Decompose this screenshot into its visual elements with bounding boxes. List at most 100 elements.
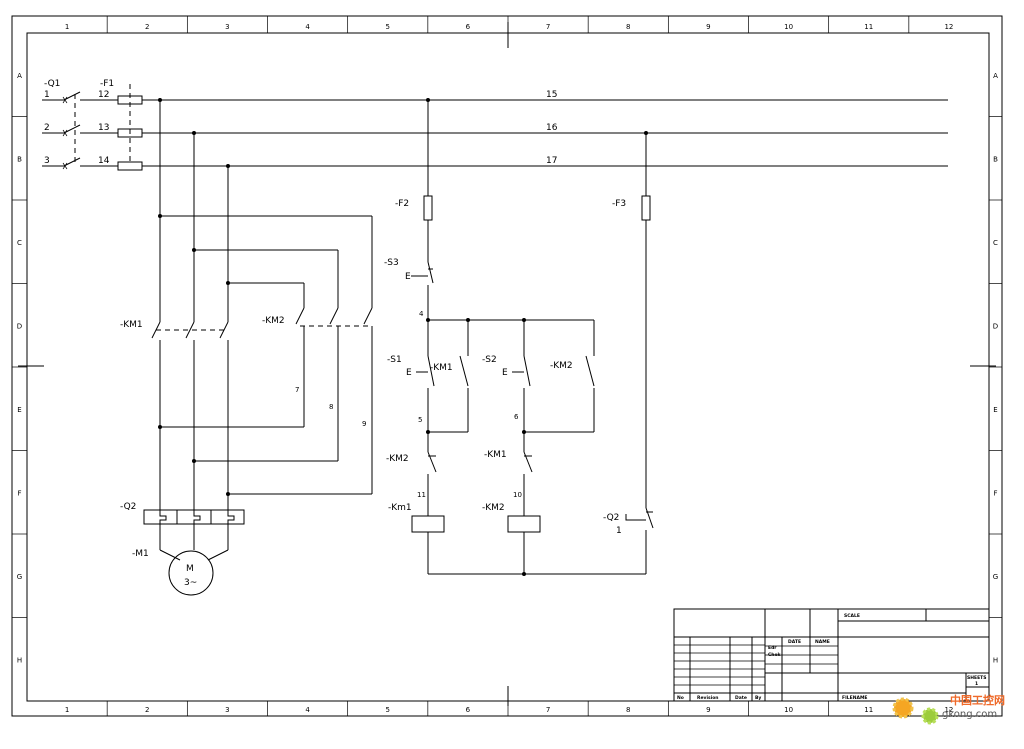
tb-date2: Date [735, 695, 747, 701]
label-wire-7: 7 [295, 386, 299, 394]
column-label-2-bottom: 2 [145, 706, 149, 714]
coil-km2 [507, 515, 541, 533]
label-line-3: 3 [44, 156, 50, 166]
column-label-6-top: 6 [466, 23, 471, 31]
column-label-9-top: 9 [706, 23, 710, 31]
label-node-4: 4 [419, 310, 424, 318]
label-bus-17: 17 [546, 156, 557, 166]
column-label-3-top: 3 [225, 23, 229, 31]
column-label-9-bottom: 9 [706, 706, 710, 714]
control-circuit [411, 100, 654, 575]
label-node-10: 10 [513, 491, 522, 499]
row-label-H-right: H [993, 656, 998, 664]
label-m1: -M1 [132, 549, 149, 559]
label-s2: -S2 [482, 355, 497, 365]
main-breaker-q1 [42, 91, 118, 170]
tb-no: No [677, 695, 684, 701]
row-label-E-left: E [17, 406, 21, 414]
row-label-C-left: C [17, 239, 22, 247]
tb-scale: SCALE [844, 613, 860, 619]
label-km1-interlock: -KM1 [484, 450, 507, 460]
tb-by: By [755, 695, 761, 701]
row-label-D-right: D [993, 322, 998, 330]
label-km1-main: -KM1 [120, 320, 143, 330]
fuses-f1 [117, 84, 143, 171]
label-km2-main: -KM2 [262, 316, 285, 326]
column-label-10-bottom: 10 [784, 706, 793, 714]
column-label-12-top: 12 [944, 23, 953, 31]
column-label-10-top: 10 [784, 23, 793, 31]
tb-filename: FILENAME [842, 695, 868, 701]
label-s3-e: E [405, 272, 411, 282]
tb-name: NAME [815, 639, 830, 645]
title-block: SCALE DATE NAME Edr Chek SHEETS 1 No Rev… [673, 608, 990, 702]
label-s2-e: E [502, 368, 508, 378]
column-label-5-bottom: 5 [386, 706, 390, 714]
row-label-A-left: A [17, 72, 22, 80]
gear-icon-small [921, 707, 939, 725]
label-s1-e: E [406, 368, 412, 378]
power-junctions [158, 98, 648, 496]
label-q2-aux-1: 1 [616, 526, 622, 536]
column-label-1-bottom: 1 [65, 706, 69, 714]
row-label-A-right: A [993, 72, 998, 80]
column-label-7-top: 7 [546, 23, 550, 31]
label-bus-16: 16 [546, 123, 558, 133]
row-label-E-right: E [993, 406, 997, 414]
label-bus-15: 15 [546, 90, 557, 100]
label-node-11: 11 [417, 491, 426, 499]
row-label-C-right: C [993, 239, 998, 247]
label-km2-interlock: -KM2 [386, 454, 409, 464]
fuse-f3 [641, 195, 651, 221]
tb-check: Chek [768, 652, 782, 658]
gear-icon [892, 697, 914, 719]
watermark-url: gkong.com [942, 709, 997, 720]
fuse-f2 [423, 195, 433, 221]
row-label-F-right: F [993, 489, 997, 497]
circuit-labels: -Q1 -F1 1 2 3 12 13 14 15 16 17 -F2 -F3 … [44, 79, 626, 588]
label-node-5: 5 [418, 416, 422, 424]
power-circuit [143, 100, 373, 596]
coil-km1 [411, 515, 445, 533]
label-s3: -S3 [384, 258, 399, 268]
row-label-G-right: G [993, 573, 998, 581]
label-node-6: 6 [514, 413, 519, 421]
label-s1: -S1 [387, 355, 402, 365]
watermark-title: 中国工控网 [950, 693, 1005, 707]
tb-revision: Revision [697, 695, 719, 701]
label-q2: -Q2 [120, 502, 136, 512]
tb-sheet-no: 1 [975, 681, 978, 687]
column-label-5-top: 5 [386, 23, 390, 31]
label-km1-coil: -Km1 [388, 503, 412, 513]
row-label-B-right: B [993, 155, 998, 163]
column-label-7-bottom: 7 [546, 706, 550, 714]
row-label-D-left: D [17, 322, 22, 330]
label-wire-9: 9 [362, 420, 366, 428]
motor-symbol [168, 550, 214, 596]
column-label-6-bottom: 6 [466, 706, 471, 714]
label-km2-coil: -KM2 [482, 503, 505, 513]
label-km2-hold: -KM2 [550, 361, 573, 371]
label-f2: -F2 [395, 199, 409, 209]
column-label-2-top: 2 [145, 23, 149, 31]
tb-sheets: SHEETS [967, 675, 986, 681]
column-label-4-top: 4 [305, 23, 310, 31]
label-q1: -Q1 [44, 79, 60, 89]
column-label-4-bottom: 4 [305, 706, 310, 714]
column-label-11-bottom: 11 [864, 706, 873, 714]
motor-3-phase: 3~ [184, 578, 197, 588]
label-q2-aux: -Q2 [603, 513, 619, 523]
tb-edr: Edr [768, 645, 777, 651]
watermark: 中国工控网 gkong.com [892, 693, 1005, 725]
label-line-2: 2 [44, 123, 50, 133]
column-label-12-bottom: 12 [944, 706, 953, 714]
label-wire-12: 12 [98, 90, 109, 100]
row-label-H-left: H [17, 656, 22, 664]
label-f3: -F3 [612, 199, 626, 209]
label-km1-hold: -KM1 [430, 363, 453, 373]
label-wire-13: 13 [98, 123, 109, 133]
column-label-8-bottom: 8 [626, 706, 630, 714]
busbars [142, 99, 948, 167]
